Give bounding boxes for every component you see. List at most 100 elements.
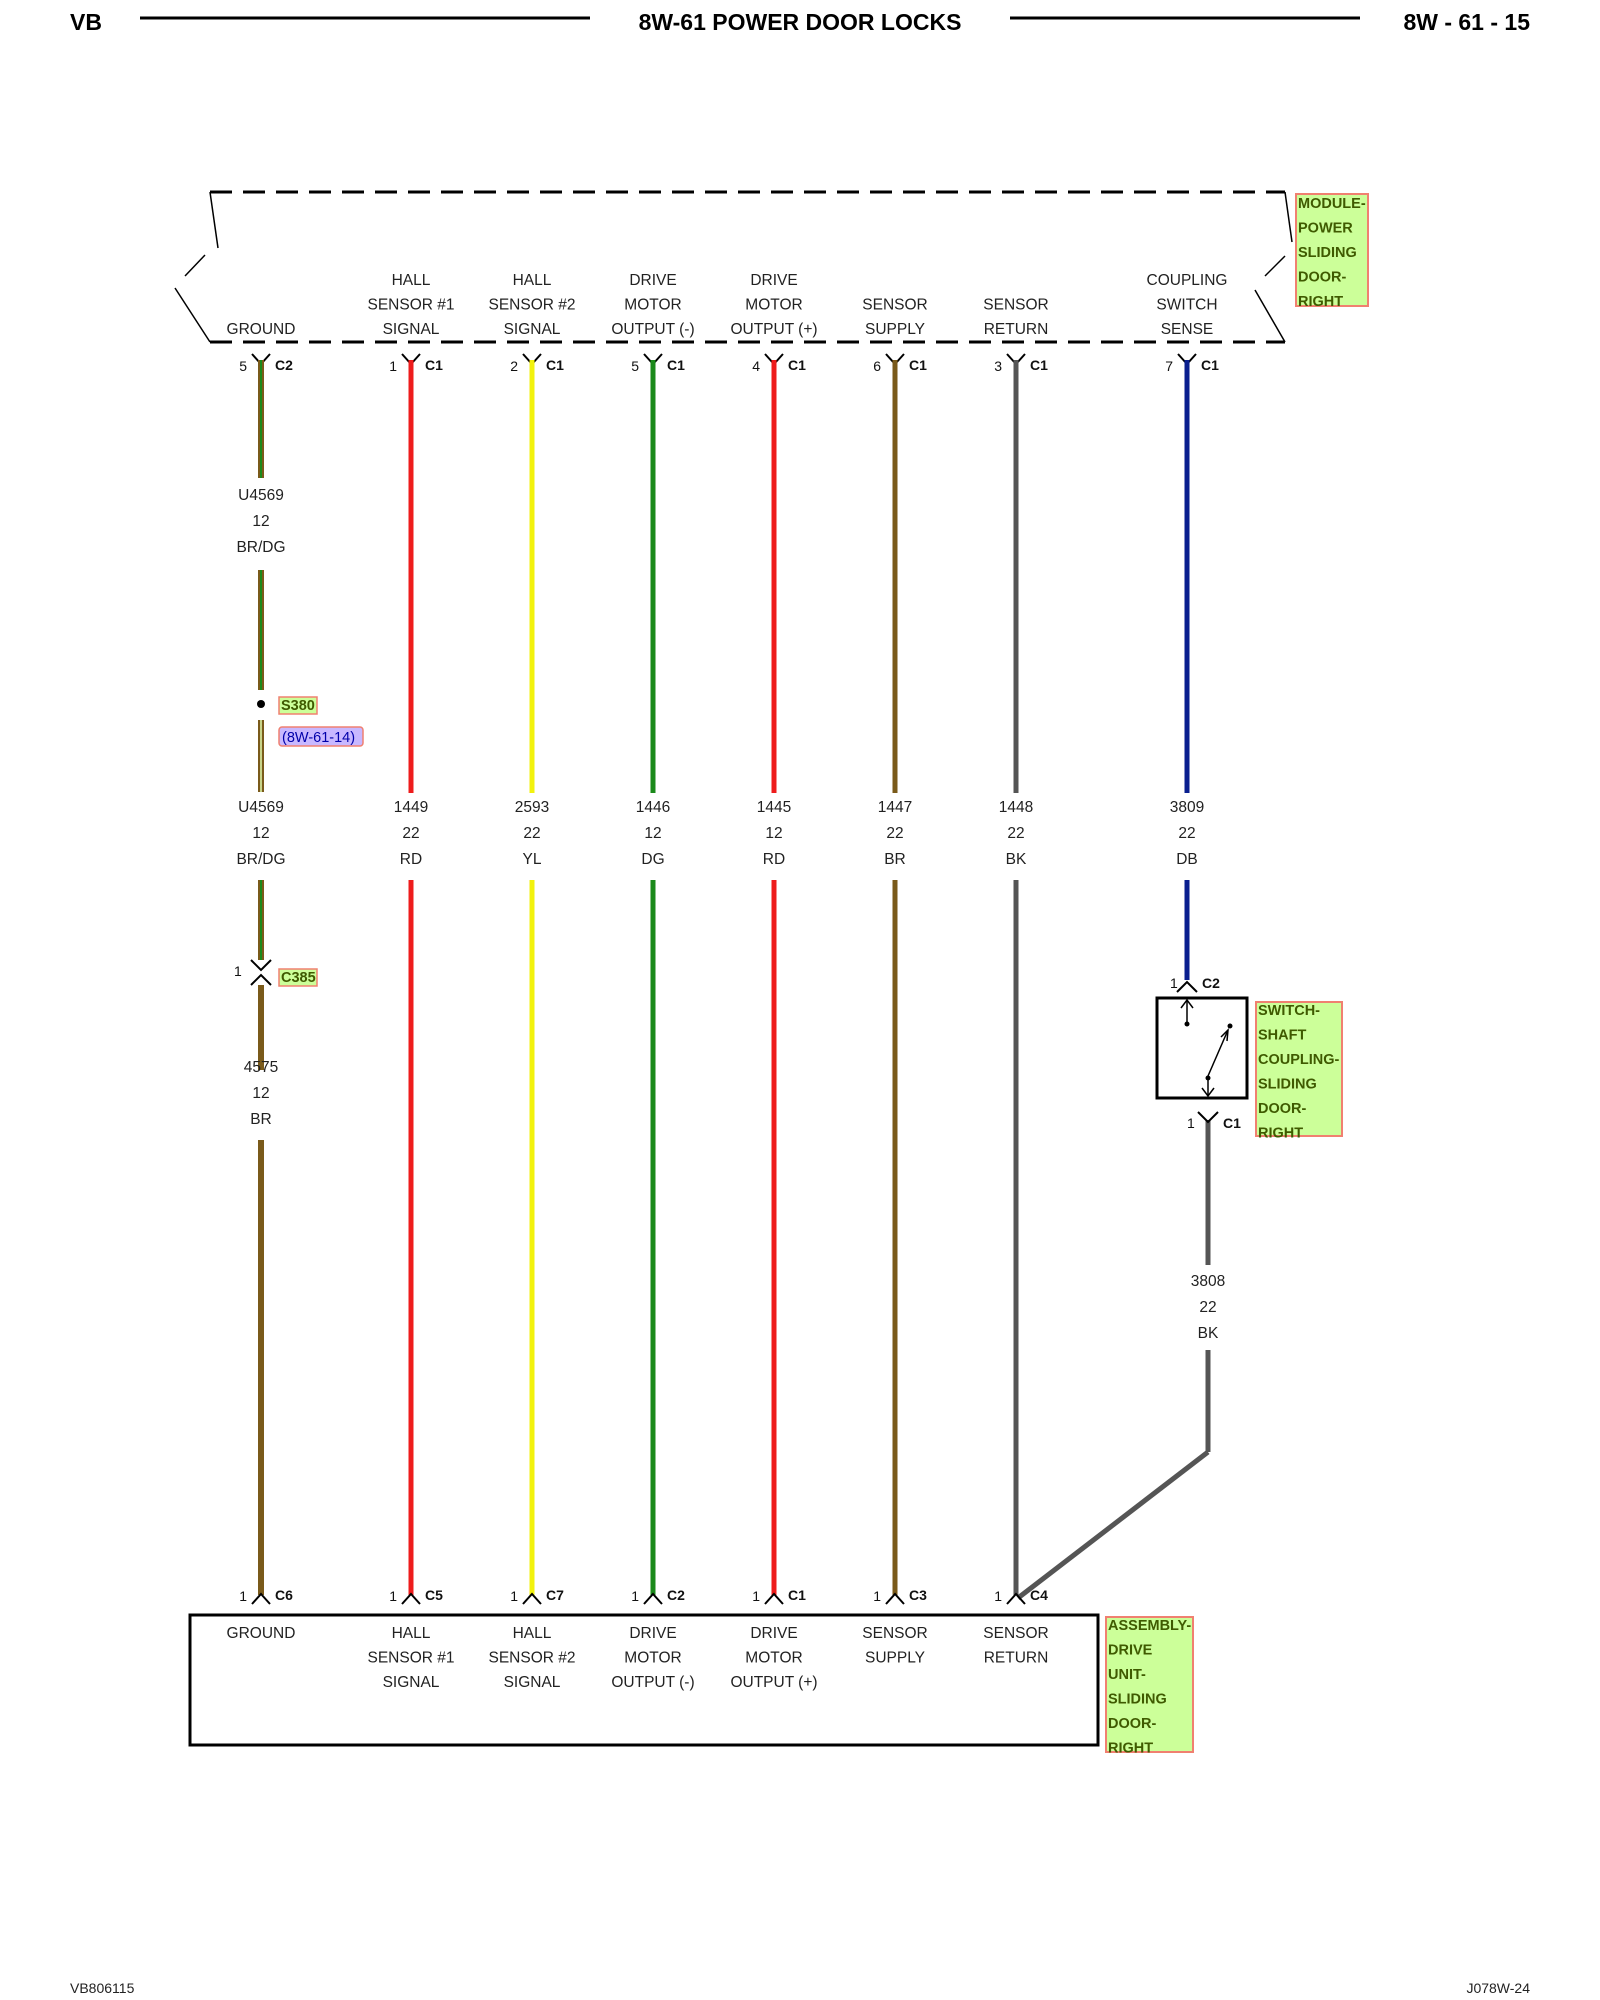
assembly-connector-symbol	[643, 1592, 663, 1605]
module-pin-label: SENSOR #2	[488, 297, 575, 314]
assembly-name-line: UNIT-	[1108, 1667, 1146, 1683]
module-name-tag[interactable]	[1295, 193, 1369, 307]
wire-gauge: 22	[1178, 825, 1195, 842]
splice-ref[interactable]: (8W-61-14)	[282, 730, 355, 746]
module-pin-label: OUTPUT (+)	[730, 321, 817, 338]
assembly-pin-label: HALL	[392, 1625, 431, 1642]
wire-circuit: U4569	[238, 799, 284, 816]
assembly-pin-label: MOTOR	[745, 1650, 802, 1667]
wire-circuit: 1446	[636, 799, 670, 816]
wire-color: BR/DG	[236, 539, 285, 556]
assembly-connector-name: C4	[1030, 1587, 1048, 1603]
module-pin-label: DRIVE	[629, 272, 676, 289]
assembly-pin-label: SENSOR	[862, 1625, 927, 1642]
module-name-line: MODULE-	[1298, 196, 1366, 212]
wire-switch-return[interactable]	[1016, 1120, 1211, 1600]
footer-right: J078W-24	[1466, 1980, 1530, 1996]
module-pin-label: HALL	[513, 272, 552, 289]
wire-circuit: 1449	[394, 799, 428, 816]
module-connector-name: C1	[1201, 357, 1219, 373]
module-pin-label: COUPLING	[1147, 272, 1228, 289]
module-pin-label: SUPPLY	[865, 321, 925, 338]
assembly-pin-label: SENSOR	[983, 1625, 1048, 1642]
module-connector-name: C1	[425, 357, 443, 373]
assembly-pin-label: OUTPUT (-)	[611, 1674, 694, 1691]
assembly-pin-number: 1	[752, 1588, 760, 1604]
splice-ref-tag[interactable]	[278, 726, 364, 747]
assembly-name-line: SLIDING	[1108, 1692, 1167, 1708]
module-pin-label: SIGNAL	[383, 321, 440, 338]
module-connector-name: C1	[546, 357, 564, 373]
assembly-name-line: ASSEMBLY-	[1108, 1618, 1191, 1634]
assembly-pin-label: MOTOR	[624, 1650, 681, 1667]
assembly-connector-symbol	[522, 1592, 542, 1605]
module-pin-label: MOTOR	[624, 297, 681, 314]
assembly-pin-label: SUPPLY	[865, 1650, 925, 1667]
switch-name-line: RIGHT	[1258, 1126, 1303, 1142]
module-connector-name: C1	[788, 357, 806, 373]
wire-gauge: 22	[1007, 825, 1024, 842]
splice-tag[interactable]	[278, 696, 318, 715]
module-pin-label: RETURN	[984, 321, 1049, 338]
assembly-connector-symbol	[401, 1592, 421, 1605]
assembly-pin-label: GROUND	[227, 1625, 296, 1642]
wire-color: RD	[763, 851, 785, 868]
switch-body[interactable]	[1155, 996, 1249, 1100]
module-pin-label: OUTPUT (-)	[611, 321, 694, 338]
inline-connector-tag[interactable]	[278, 968, 318, 987]
module-pin-number: 2	[510, 358, 518, 374]
assembly-pin-number: 1	[510, 1588, 518, 1604]
module-pin-number: 3	[994, 358, 1002, 374]
assembly-pin-label: SIGNAL	[383, 1674, 440, 1691]
assembly-body[interactable]	[188, 1613, 1100, 1747]
switch-name-line: DOOR-	[1258, 1101, 1307, 1117]
inline-connector-female	[250, 973, 272, 986]
assembly-pin-label: SENSOR #1	[367, 1650, 454, 1667]
module-power-sliding-door	[174, 190, 1293, 344]
wire-gauge: 12	[252, 825, 269, 842]
module-pin-number: 5	[239, 358, 247, 374]
inline-connector-name: C385	[281, 970, 316, 986]
splice-dot	[257, 700, 265, 708]
switch-top-conn: C2	[1202, 975, 1220, 991]
module-pin-number: 7	[1165, 358, 1173, 374]
page-title: 8W-61 POWER DOOR LOCKS	[639, 9, 962, 35]
switch-name-line: SLIDING	[1258, 1077, 1317, 1093]
splice-name: S380	[281, 698, 315, 714]
assembly-pin-number: 1	[631, 1588, 639, 1604]
assembly-pin-number: 1	[239, 1588, 247, 1604]
module-pin-label: SENSOR	[983, 297, 1048, 314]
module-name-line: DOOR-	[1298, 270, 1347, 286]
wire-circuit: U4569	[238, 487, 284, 504]
wire-circuit: 3808	[1191, 1273, 1225, 1290]
assembly-pin-number: 1	[994, 1588, 1002, 1604]
module-connector-name: C1	[667, 357, 685, 373]
assembly-name-line: RIGHT	[1108, 1741, 1153, 1757]
assembly-connector-symbol	[885, 1592, 905, 1605]
assembly-pin-label: SIGNAL	[504, 1674, 561, 1691]
assembly-pin-label: OUTPUT (+)	[730, 1674, 817, 1691]
assembly-pin-label: DRIVE	[750, 1625, 797, 1642]
wire-circuit: 1448	[999, 799, 1033, 816]
assembly-connector-name: C6	[275, 1587, 293, 1603]
wire-gauge: 12	[252, 1085, 269, 1102]
assembly-connector-symbol	[1006, 1592, 1026, 1605]
inline-connector-pin: 1	[234, 963, 242, 979]
wire-gauge: 12	[644, 825, 661, 842]
switch-name-tag[interactable]	[1255, 1001, 1343, 1137]
wire-gauge: 22	[1199, 1299, 1216, 1316]
assembly-name-tag[interactable]	[1105, 1616, 1194, 1753]
assembly-pin-label: SENSOR #2	[488, 1650, 575, 1667]
assembly-pin-number: 1	[389, 1588, 397, 1604]
switch-top-pin: 1	[1170, 975, 1178, 991]
module-connector-name: C2	[275, 357, 293, 373]
switch-bottom-connector	[1197, 1111, 1219, 1124]
module-connector-name: C1	[909, 357, 927, 373]
module-name-line: POWER	[1298, 221, 1353, 237]
wire-gauge: 22	[886, 825, 903, 842]
